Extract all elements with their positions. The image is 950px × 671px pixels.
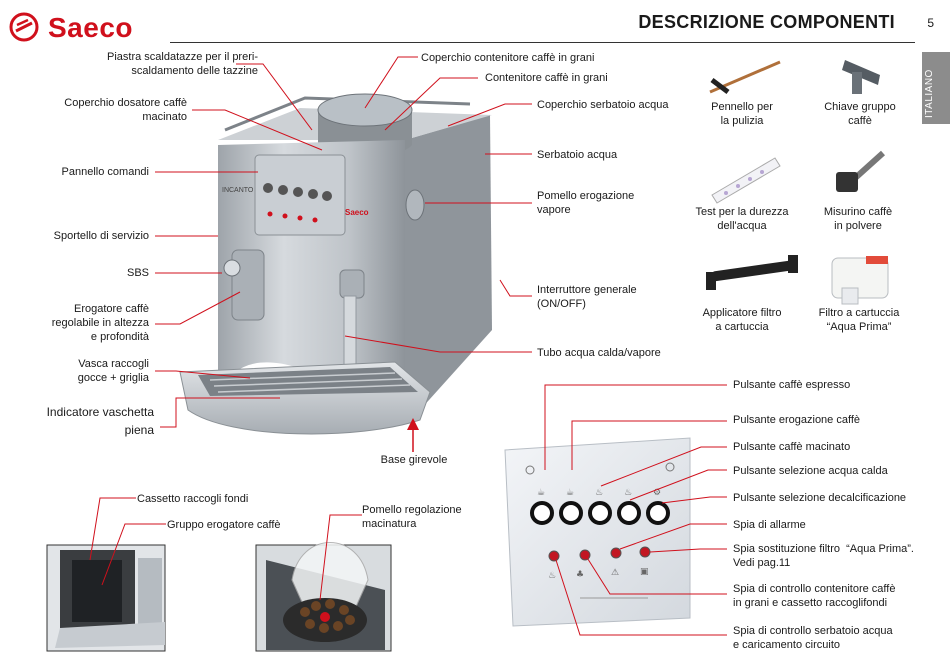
label-ground-coffee-button: Pulsante caffè macinato <box>733 441 851 453</box>
svg-text:⚠: ⚠ <box>611 568 619 578</box>
saeco-logo: Saeco <box>8 10 178 44</box>
label-water-lid: Coperchio serbatoio acqua <box>537 99 669 111</box>
brush-icon <box>709 60 781 94</box>
control-panel-detail: ☕ ☕ ♨ ♨ ⚙ ♨ ♣ ⚠ ▣ <box>504 437 691 627</box>
measuring-scoop-icon <box>836 150 886 192</box>
label-bean-drawer-light: Spia di controllo contenitore caffè in g… <box>733 583 896 609</box>
page-title: DESCRIZIONE COMPONENTI <box>638 12 895 32</box>
label-cup-warmer: Piastra scaldatazze per il preri- scalda… <box>106 51 258 77</box>
svg-text:☕: ☕ <box>537 488 545 498</box>
label-brew-key: Chiave gruppo caffè <box>824 101 896 127</box>
panel-button-hot-water <box>617 501 641 525</box>
label-sbs: SBS <box>126 267 149 279</box>
label-alarm-light: Spia di allarme <box>733 519 806 531</box>
label-grounds-drawer: Cassetto raccogli fondi <box>137 493 249 505</box>
coffee-machine-illustration <box>179 93 492 435</box>
label-main-switch: Interruttore generale (ON/OFF) <box>537 284 637 310</box>
label-brush: Pennello per la pulizia <box>711 101 773 127</box>
label-water-tank: Serbatoio acqua <box>537 149 618 161</box>
svg-text:▣: ▣ <box>640 567 649 577</box>
svg-text:♣: ♣ <box>576 570 584 580</box>
label-grind-knob: Pomello regolazione macinatura <box>362 504 462 530</box>
label-hot-water-button: Pulsante selezione acqua calda <box>733 465 888 477</box>
label-hardness-test: Test per la durezza dell'acqua <box>695 206 789 232</box>
panel-button-espresso <box>530 501 554 525</box>
label-coffee-button: Pulsante erogazione caffè <box>733 414 860 426</box>
title-rule <box>170 42 915 43</box>
machine-model: INCANTO <box>222 187 254 194</box>
wrench-icon <box>842 60 880 94</box>
grind-knob-photo <box>255 542 392 652</box>
test-strip-icon <box>711 157 781 204</box>
label-filter-cartridge: Filtro a cartuccia “Aqua Prima” <box>818 307 900 333</box>
svg-text:♨: ♨ <box>624 488 632 498</box>
panel-button-coffee <box>559 501 583 525</box>
label-ground-coffee-lid: Coperchio dosatore caffè macinato <box>64 97 187 123</box>
grounds-drawer-photo <box>46 544 166 652</box>
label-steam-tube: Tubo acqua calda/vapore <box>537 347 661 359</box>
label-espresso-button: Pulsante caffè espresso <box>733 379 851 391</box>
label-drip-tray: Vasca raccogli gocce + griglia <box>77 358 149 384</box>
svg-text:⚙: ⚙ <box>653 488 661 498</box>
panel-button-ground-coffee <box>588 501 612 525</box>
label-tray-indicator: Indicatore vaschetta piena <box>46 405 154 437</box>
label-scoop: Misurino caffè in polvere <box>823 206 893 232</box>
filter-applicator-icon <box>706 255 798 290</box>
svg-text:☕: ☕ <box>566 488 574 498</box>
label-steam-knob: Pomello erogazione vapore <box>537 190 635 216</box>
label-filter-light: Spia sostituzione filtro “Aqua Prima”. V… <box>733 543 914 569</box>
leader-lines <box>89 56 727 636</box>
label-service-door: Sportello di servizio <box>53 230 149 242</box>
brand-name: Saeco <box>48 12 133 43</box>
label-brew-group: Gruppo erogatore caffè <box>167 519 281 531</box>
language-tab: ITALIANO <box>922 52 950 124</box>
label-rotating-base: Base girevole <box>380 454 448 466</box>
label-bean-container: Contenitore caffè in grani <box>485 72 608 84</box>
svg-text:♨: ♨ <box>548 571 556 581</box>
machine-badge: Saeco <box>345 208 369 217</box>
label-control-panel: Pannello comandi <box>61 166 149 178</box>
label-descaling-button: Pulsante selezione decalcificazione <box>733 492 907 504</box>
saeco-logo-mark <box>9 12 39 42</box>
base-arrow <box>407 418 419 452</box>
label-filter-applicator: Applicatore filtro a cartuccia <box>702 307 782 333</box>
label-coffee-dispenser: Erogatore caffè regolabile in altezza e … <box>51 303 149 343</box>
panel-button-descaling <box>646 501 670 525</box>
label-water-tank-light: Spia di controllo serbatoio acqua e cari… <box>733 625 893 651</box>
svg-text:♨: ♨ <box>595 488 603 498</box>
filter-cartridge-icon <box>831 256 889 305</box>
label-bean-lid: Coperchio contenitore caffè in grani <box>421 52 595 64</box>
page-number: 5 <box>927 16 934 30</box>
